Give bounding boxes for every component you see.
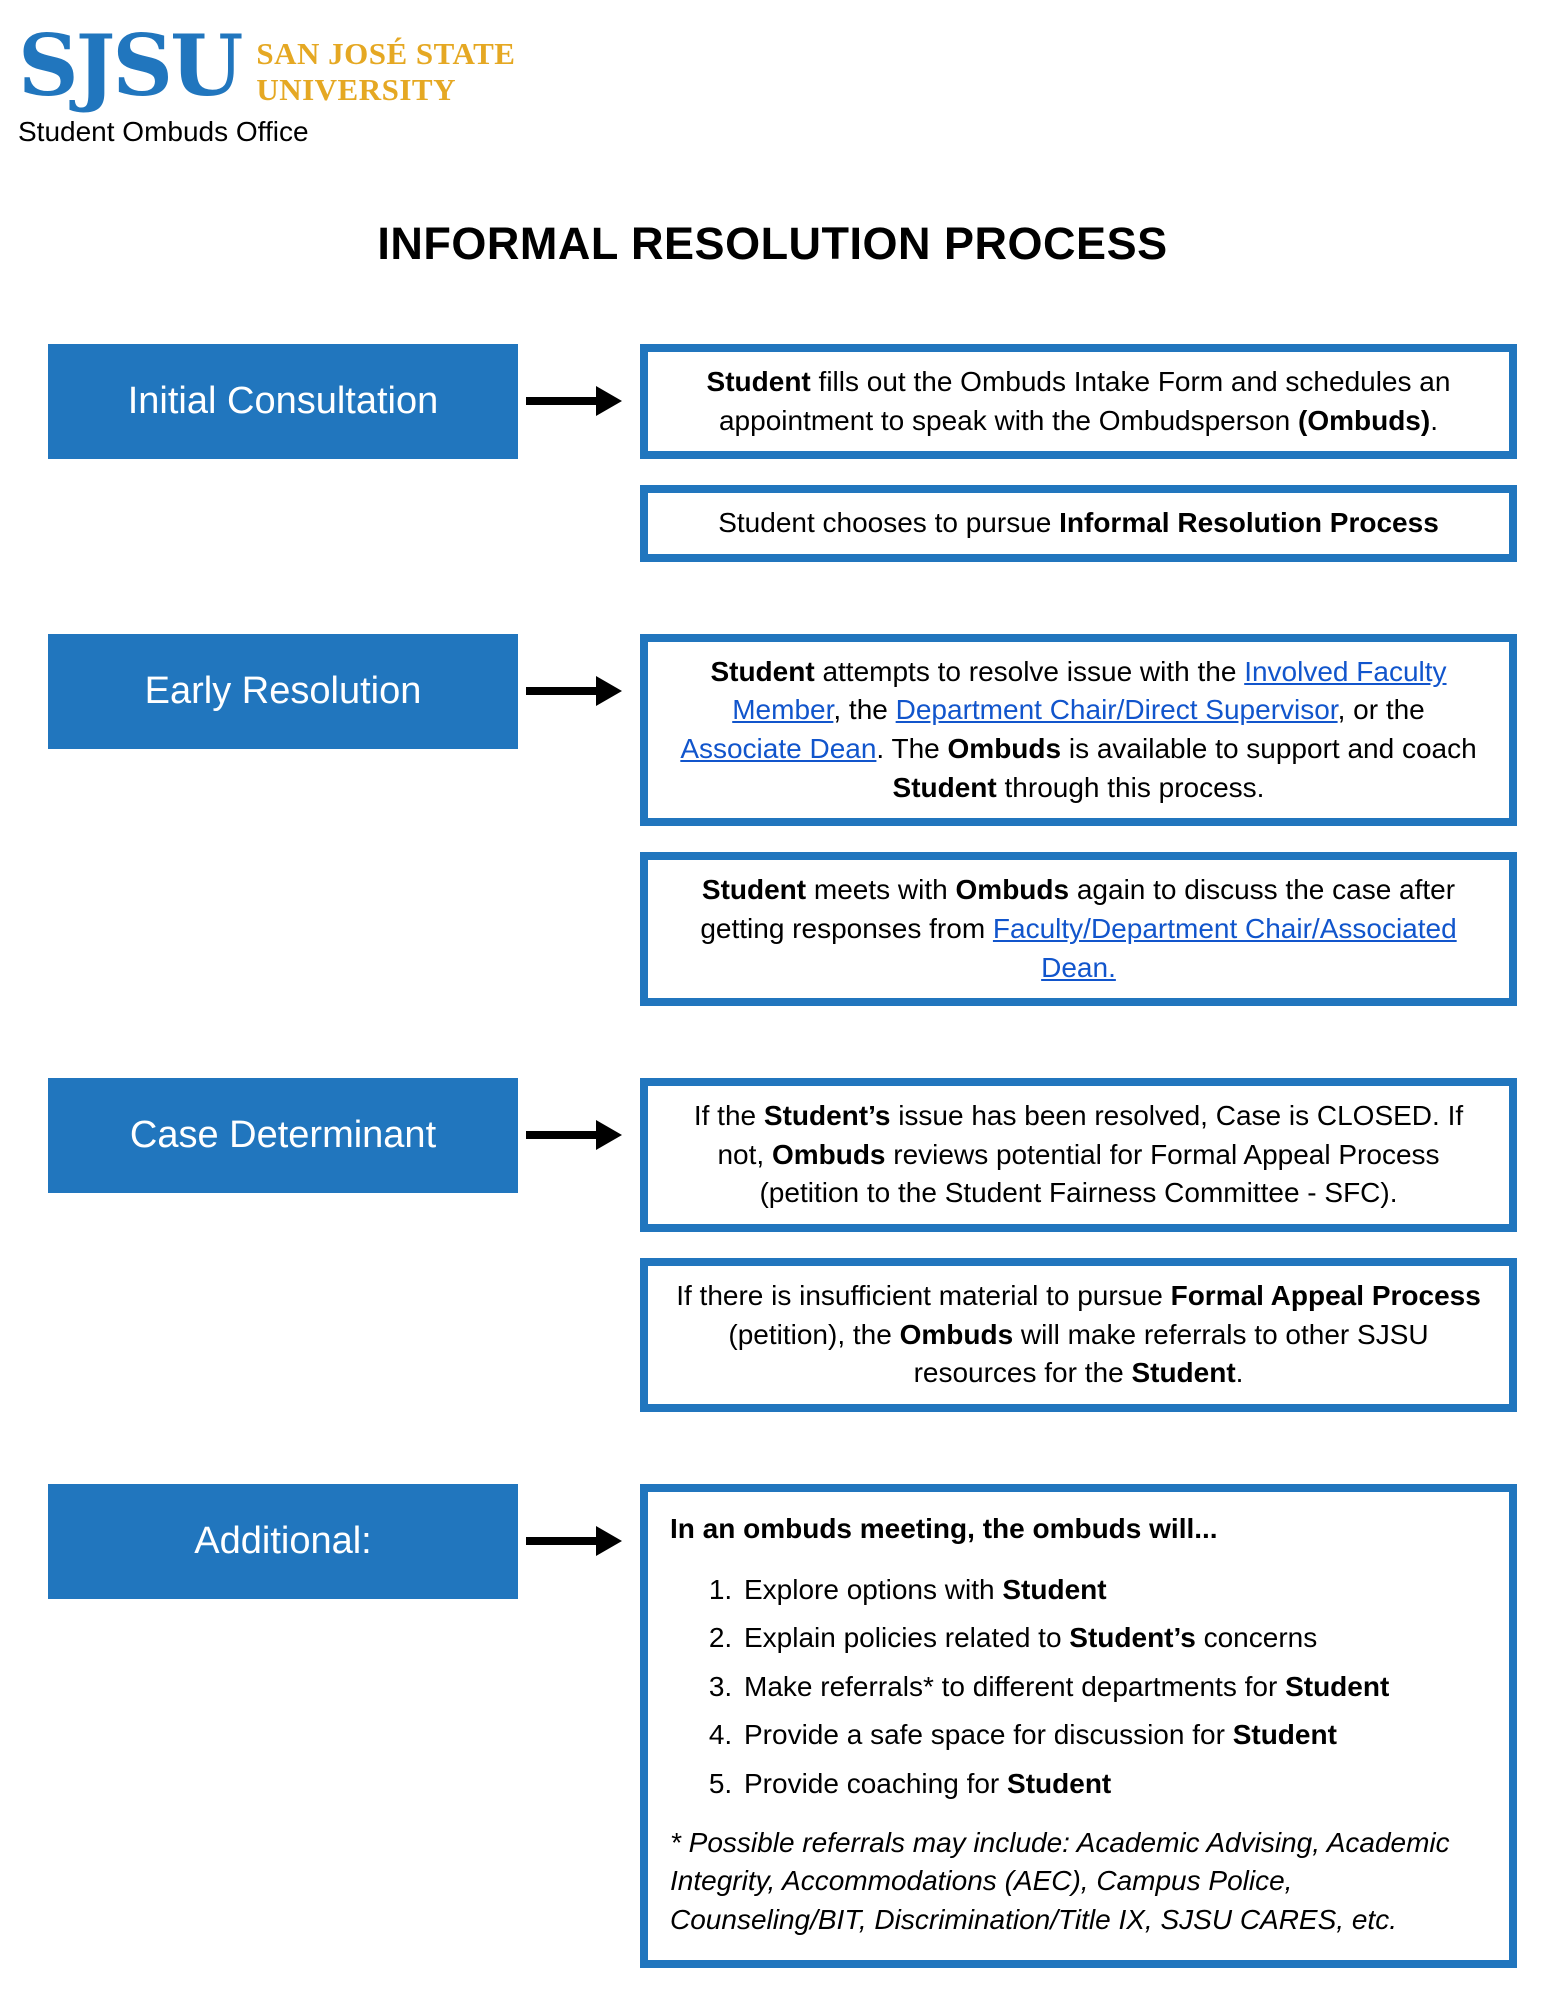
text-run: Student [1232, 1719, 1337, 1751]
text-run: issue has been resolved, Case is CLOSED.… [717, 1100, 1464, 1170]
arrow-shaft [526, 396, 596, 405]
link-involved-faculty-member[interactable]: Involved Faculty Member [732, 655, 1447, 726]
text-run: Make referrals* to different departments… [744, 1670, 1286, 1702]
step-box-case-closed-or-appeal: If the Student’s issue has been resolved… [640, 1078, 1517, 1233]
sjsu-logo-acronym: SJSU [18, 16, 243, 115]
text-run: (Ombuds) [1298, 404, 1431, 436]
text-run: fills out the Ombuds Intake Form and sch… [718, 365, 1451, 436]
arrow-head-icon [596, 1525, 622, 1556]
text-run: Student’s [763, 1100, 891, 1132]
section-additional: Additional: In an ombuds meeting, the om… [48, 1483, 1517, 1968]
text-run: If the [693, 1100, 764, 1132]
text-run: Ombuds [955, 874, 1070, 906]
text-run: Student [1002, 1573, 1107, 1605]
text-run: Student [701, 874, 807, 906]
text-run: In an ombuds meeting, the ombuds will... [670, 1512, 1218, 1544]
text-run: Explore options with [744, 1573, 1003, 1605]
arrow-head-icon [596, 675, 622, 706]
text-run: Student [710, 655, 815, 687]
ombuds-action-item: Provide coaching for Student [740, 1765, 1487, 1804]
page-title: INFORMAL RESOLUTION PROCESS [377, 217, 1168, 269]
step-box-column: If the Student’s issue has been resolved… [640, 1078, 1517, 1412]
section-early-resolution: Early Resolution Student attempts to res… [48, 633, 1517, 1007]
sjsu-logo-wordmark-line2: UNIVERSITY [256, 71, 456, 107]
text-run: Student [1131, 1357, 1236, 1389]
flow-diagram: Initial Consultation Student fills out t… [0, 343, 1545, 1968]
text-run: concerns [1195, 1622, 1318, 1654]
section-initial-consultation: Initial Consultation Student fills out t… [48, 343, 1517, 562]
ombuds-action-item: Provide a safe space for discussion for … [740, 1716, 1487, 1755]
link-faculty-department-chair-associated-dean[interactable]: Faculty/Department Chair/Associated Dean… [992, 912, 1457, 983]
text-run: . [1235, 1357, 1244, 1389]
text-run: reviews potential for Formal Appeal Proc… [759, 1138, 1440, 1209]
text-run: Student [706, 365, 811, 397]
text-run: through this process. [996, 771, 1265, 803]
sjsu-logo-wordmark-line1: SAN JOSÉ STATE [256, 36, 516, 71]
text-run: Ombuds [899, 1318, 1014, 1350]
text-run: meets with [806, 874, 956, 906]
text-run: Student’s [1069, 1622, 1196, 1654]
link-associate-dean[interactable]: Associate Dean [680, 733, 877, 765]
label-initial-consultation: Initial Consultation [48, 343, 518, 459]
label-case-determinant: Case Determinant [48, 1078, 518, 1194]
office-name: Student Ombuds Office [18, 115, 309, 147]
sjsu-logo-wordmark: SAN JOSÉ STATE UNIVERSITY [256, 36, 515, 108]
text-run: Informal Resolution Process [1059, 507, 1439, 539]
section-case-determinant: Case Determinant If the Student’s issue … [48, 1078, 1517, 1412]
text-run: attempts to resolve issue with the [814, 655, 1245, 687]
step-box-column: Student fills out the Ombuds Intake Form… [640, 343, 1517, 562]
step-box-attempt-resolve: Student attempts to resolve issue with t… [640, 633, 1517, 827]
text-run: is available to support and coach [1061, 733, 1477, 765]
step-box-column: In an ombuds meeting, the ombuds will...… [640, 1483, 1517, 1968]
flow-arrow [518, 675, 640, 706]
text-run: Student [1285, 1670, 1390, 1702]
referrals-footnote: * Possible referrals may include: Academ… [670, 1824, 1487, 1940]
flow-arrow [518, 385, 640, 416]
text-run: Formal Appeal Process [1170, 1280, 1481, 1312]
text-run: Provide coaching for [744, 1768, 1008, 1800]
arrow-shaft [526, 1131, 596, 1140]
text-run: Student [1007, 1768, 1112, 1800]
text-run: * Possible referrals may include: Academ… [670, 1826, 1450, 1935]
ombuds-meeting-heading: In an ombuds meeting, the ombuds will... [670, 1510, 1487, 1549]
arrow-shaft [526, 686, 596, 695]
step-box-meet-again: Student meets with Ombuds again to discu… [640, 852, 1517, 1007]
label-additional: Additional: [48, 1483, 518, 1599]
ombuds-action-item: Explain policies related to Student’s co… [740, 1619, 1487, 1658]
ombuds-actions-list: Explore options with StudentExplain poli… [670, 1571, 1487, 1804]
sjsu-logo: SJSU SAN JOSÉ STATE UNIVERSITY [18, 16, 1545, 115]
link-department-chair-direct-supervisor[interactable]: Department Chair/Direct Supervisor [895, 694, 1338, 726]
text-run: . The [876, 733, 948, 765]
step-box-intake: Student fills out the Ombuds Intake Form… [640, 343, 1517, 460]
text-run: , or the [1337, 694, 1425, 726]
step-box-ombuds-meeting: In an ombuds meeting, the ombuds will...… [640, 1483, 1517, 1968]
step-box-choose-informal: Student chooses to pursue Informal Resol… [640, 485, 1517, 562]
text-run: Student chooses to pursue [718, 507, 1060, 539]
arrow-head-icon [596, 385, 622, 416]
text-run: Student [892, 771, 997, 803]
text-run: will make referrals to other SJSU resour… [913, 1318, 1429, 1389]
arrow-head-icon [596, 1120, 622, 1151]
ombuds-action-item: Explore options with Student [740, 1571, 1487, 1610]
ombuds-action-item: Make referrals* to different departments… [740, 1668, 1487, 1707]
text-run: (petition), the [728, 1318, 900, 1350]
text-run: , the [833, 694, 896, 726]
text-run: again to discuss the case after getting … [700, 874, 1456, 944]
arrow-shaft [526, 1536, 596, 1545]
text-run: Ombuds [771, 1138, 886, 1170]
text-run: Explain policies related to [744, 1622, 1070, 1654]
header: SJSU SAN JOSÉ STATE UNIVERSITY Student O… [0, 0, 1545, 148]
flow-arrow [518, 1120, 640, 1151]
step-box-insufficient-referrals: If there is insufficient material to pur… [640, 1258, 1517, 1412]
text-run: . [1430, 404, 1438, 436]
flow-arrow [518, 1525, 640, 1556]
label-early-resolution: Early Resolution [48, 633, 518, 749]
text-run: Ombuds [947, 733, 1062, 765]
step-box-column: Student attempts to resolve issue with t… [640, 633, 1517, 1007]
text-run: Provide a safe space for discussion for [744, 1719, 1233, 1751]
text-run: If there is insufficient material to pur… [676, 1280, 1171, 1312]
